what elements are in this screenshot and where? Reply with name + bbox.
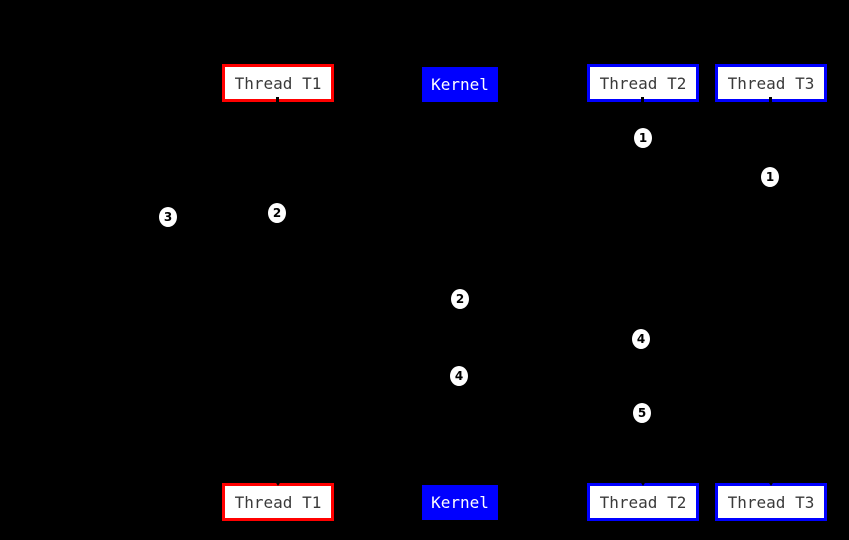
arrowhead-thread-t1-bottom xyxy=(273,478,283,486)
box-kernel-bottom-label: Kernel xyxy=(431,493,489,512)
event-marker-5-thread-t2: 5 xyxy=(632,402,652,424)
event-marker-4-kernel: 4 xyxy=(449,365,469,387)
arrowhead-thread-t3-bottom xyxy=(766,478,776,486)
event-marker-4-thread-t2: 4 xyxy=(631,328,651,350)
event-marker-3-left-of-thread-t1: 3 xyxy=(158,206,178,228)
event-marker-label: 2 xyxy=(272,206,282,220)
box-thread-t3-bottom: Thread T3 xyxy=(715,483,827,521)
event-marker-label: 4 xyxy=(636,332,646,346)
box-thread-t2-top-label: Thread T2 xyxy=(599,73,687,93)
event-marker-label: 1 xyxy=(638,131,648,145)
box-thread-t1-bottom-label: Thread T1 xyxy=(234,492,322,512)
box-kernel-top-label: Kernel xyxy=(431,75,489,94)
event-marker-label: 3 xyxy=(163,210,173,224)
edge-stub-thread-t1-top xyxy=(276,97,279,104)
event-marker-label: 2 xyxy=(455,292,465,306)
arrowhead-thread-t2-bottom xyxy=(638,478,648,486)
box-kernel-top: Kernel xyxy=(422,67,498,102)
box-kernel-bottom: Kernel xyxy=(422,485,498,520)
box-thread-t3-top: Thread T3 xyxy=(715,64,827,102)
lifeline-thread-t1 xyxy=(277,102,278,483)
lifeline-thread-t3 xyxy=(770,102,771,483)
event-marker-2-kernel: 2 xyxy=(450,288,470,310)
box-thread-t1-top: Thread T1 xyxy=(222,64,334,102)
box-thread-t2-bottom-label: Thread T2 xyxy=(599,492,687,512)
event-marker-label: 5 xyxy=(637,406,647,420)
lifeline-thread-t2 xyxy=(642,102,643,483)
edge-stub-thread-t2-top xyxy=(641,97,644,104)
edge-stub-thread-t3-top xyxy=(769,97,772,104)
event-marker-1-thread-t3: 1 xyxy=(760,166,780,188)
event-marker-label: 1 xyxy=(765,170,775,184)
box-thread-t2-bottom: Thread T2 xyxy=(587,483,699,521)
box-thread-t1-top-label: Thread T1 xyxy=(234,73,322,93)
box-thread-t1-bottom: Thread T1 xyxy=(222,483,334,521)
event-marker-2-thread-t1: 2 xyxy=(267,202,287,224)
event-marker-label: 4 xyxy=(454,369,464,383)
event-marker-1-thread-t2: 1 xyxy=(633,127,653,149)
box-thread-t3-bottom-label: Thread T3 xyxy=(727,492,815,512)
box-thread-t3-top-label: Thread T3 xyxy=(727,73,815,93)
